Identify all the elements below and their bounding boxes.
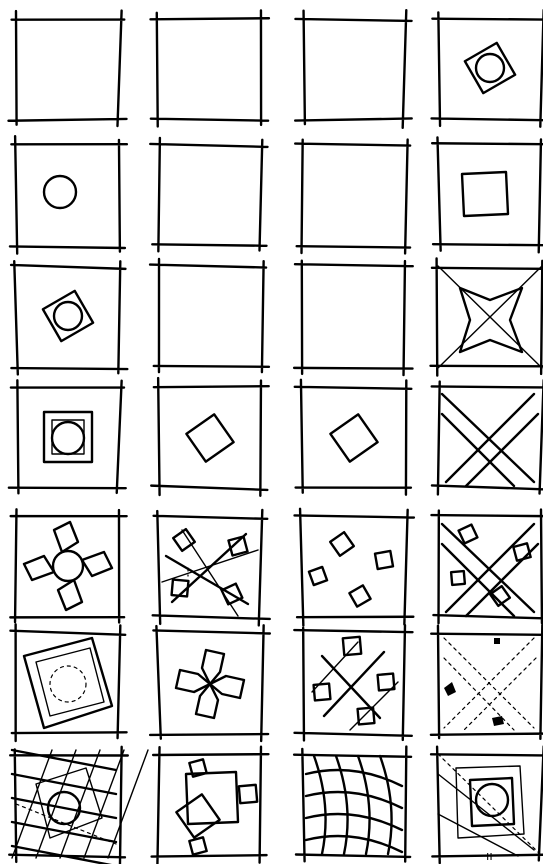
cell-frame: [294, 261, 413, 375]
sketch-cell-r4c1: [9, 380, 126, 493]
sketch-cell-r1c4: [432, 10, 543, 127]
cell-frame: [8, 11, 126, 126]
cell-frame: [295, 509, 414, 626]
cell-frame: [150, 259, 269, 372]
cell-frame: [150, 138, 267, 251]
cell-frame: [9, 747, 128, 864]
diamond-shape: [43, 291, 93, 341]
sketch-cell-r7c4: [431, 746, 543, 863]
diamond-shape: [513, 543, 530, 560]
diamond-shape: [189, 837, 206, 854]
circle-shape: [53, 551, 83, 581]
cell-frame: [295, 380, 412, 495]
sketch-grid: [8, 10, 543, 864]
circle-shape: [476, 54, 504, 82]
cell-frame: [295, 140, 410, 254]
circle-shape: [476, 784, 508, 816]
sketch-line: [12, 750, 116, 770]
sketch-cell-r4c3: [295, 380, 412, 495]
sketch-cell-r3c3: [294, 261, 413, 375]
sketch-cell-r2c2: [150, 138, 267, 251]
sketch-shape: [36, 648, 104, 716]
cell-frame: [10, 509, 126, 622]
sketch-shape: [82, 552, 112, 576]
sketch-cell-r5c2: [153, 510, 270, 625]
diamond-shape: [314, 684, 331, 701]
sketch-shape: [24, 556, 54, 580]
ink-blot: [492, 716, 504, 726]
diamond-shape: [343, 637, 361, 655]
grid-curve: [380, 756, 392, 854]
sketch-cell-r2c4: [432, 137, 543, 252]
sketch-cell-r1c2: [151, 10, 269, 126]
cell-frame: [295, 10, 411, 128]
circle-shape: [54, 302, 82, 330]
sketch-cell-r7c3: [294, 747, 411, 862]
diamond-shape: [349, 585, 370, 606]
diamond-shape: [465, 43, 515, 93]
ink-blot: [494, 638, 500, 644]
corner-mark: ıı: [486, 849, 493, 863]
sketch-line: [162, 550, 258, 582]
sketch-cell-r6c2: [150, 625, 270, 741]
sketch-cell-r4c2: [151, 378, 268, 496]
grid-curve: [306, 836, 402, 852]
sketch-cell-r7c1: [9, 747, 148, 864]
circle-shape: [50, 666, 86, 702]
sketch-cell-r3c1: [11, 261, 127, 374]
diamond-shape: [330, 532, 354, 556]
sketch-cell-r5c4: [431, 510, 543, 624]
cell-frame: [11, 261, 127, 374]
circle-shape: [44, 176, 76, 208]
cell-frame: [151, 10, 269, 126]
cell-frame: [431, 625, 543, 739]
cell-frame: [10, 624, 126, 741]
diamond-shape: [186, 414, 233, 461]
grid-curve: [306, 814, 402, 830]
sketch-line: [108, 750, 148, 858]
diamond-shape: [451, 571, 465, 585]
cell-frame: [153, 510, 270, 625]
diamond-shape: [176, 794, 219, 837]
sketch-cell-r2c1: [10, 136, 127, 253]
cell-frame: [151, 378, 268, 496]
sketch-cell-r2c3: [295, 140, 410, 254]
sketch-cell-r3c4: [431, 259, 543, 376]
diamond-shape: [459, 525, 478, 544]
cell-frame: [9, 380, 126, 493]
sketch-shape: [58, 580, 82, 610]
cell-frame: [432, 137, 543, 252]
circle-shape: [52, 422, 84, 454]
sketch-cell-r6c1: [10, 624, 126, 741]
sketch-shape: [186, 772, 238, 824]
ink-blot: [444, 682, 456, 696]
sketch-cell-r6c4: [431, 625, 543, 739]
sketch-line: [324, 652, 384, 716]
small-square-shape: [462, 172, 508, 216]
cell-frame: [10, 136, 127, 253]
sketch-line: [172, 534, 246, 602]
diamond-shape: [375, 551, 393, 569]
sketch-cell-r6c3: [294, 625, 412, 740]
diamond-shape: [330, 414, 377, 461]
sketch-cell-r5c3: [295, 509, 414, 626]
sketch-cell-r1c3: [295, 10, 411, 128]
sketch-cell-r5c1: [10, 509, 126, 622]
sketch-cell-r1c1: [8, 11, 126, 126]
sketch-cell-r7c2: [152, 747, 269, 864]
grid-curve: [306, 792, 402, 808]
diamond-shape: [309, 567, 327, 585]
sketch-shape: [54, 522, 78, 552]
sketch-cell-r3c2: [150, 259, 269, 372]
cell-frame: [432, 10, 543, 127]
sketch-cell-r4c4: [432, 380, 543, 494]
diamond-shape: [239, 785, 257, 803]
